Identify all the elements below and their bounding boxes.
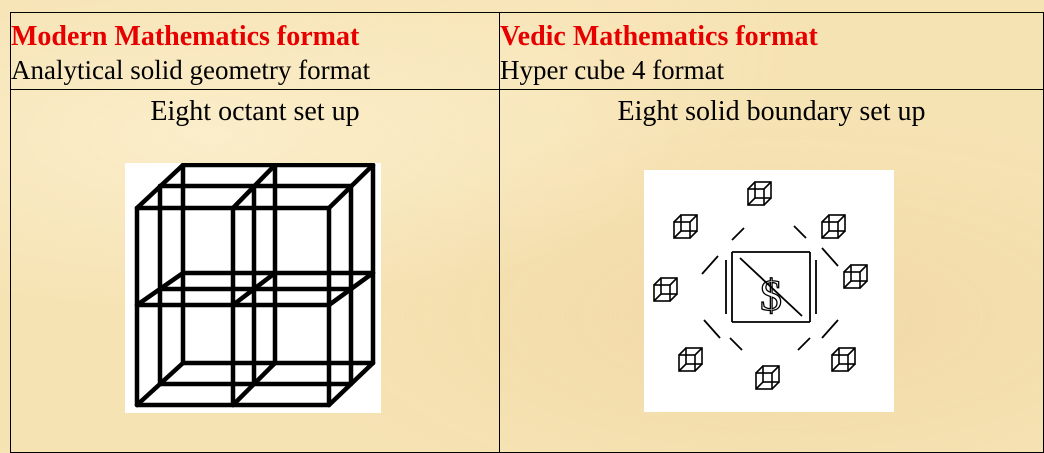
- vedic-title: Vedic Mathematics format: [500, 21, 818, 52]
- modern-caption: Eight octant set up: [150, 96, 360, 127]
- vedic-header-cell: Vedic Mathematics format Hyper cube 4 fo…: [499, 12, 1044, 90]
- vedic-figure-cell: Eight solid boundary set up: [499, 89, 1044, 453]
- modern-subtitle: Analytical solid geometry format: [11, 55, 371, 85]
- center-symbol: $: [760, 271, 782, 320]
- modern-figure-cell: Eight octant set up: [10, 89, 500, 453]
- header-row: Modern Mathematics format Analytical sol…: [10, 12, 1044, 90]
- figure-row: Eight octant set up: [10, 89, 1044, 453]
- comparison-table: Modern Mathematics format Analytical sol…: [10, 12, 1044, 453]
- eight-solid-boundary-figure: $: [644, 170, 894, 412]
- eight-octant-cube-grid-icon: [134, 162, 376, 408]
- eight-octant-figure: [125, 162, 381, 413]
- modern-header-cell: Modern Mathematics format Analytical sol…: [10, 12, 500, 90]
- vedic-caption: Eight solid boundary set up: [617, 96, 926, 127]
- vedic-subtitle: Hyper cube 4 format: [500, 55, 725, 85]
- hyper-cube-4-eight-solids-icon: $: [653, 181, 868, 390]
- modern-title: Modern Mathematics format: [11, 21, 360, 52]
